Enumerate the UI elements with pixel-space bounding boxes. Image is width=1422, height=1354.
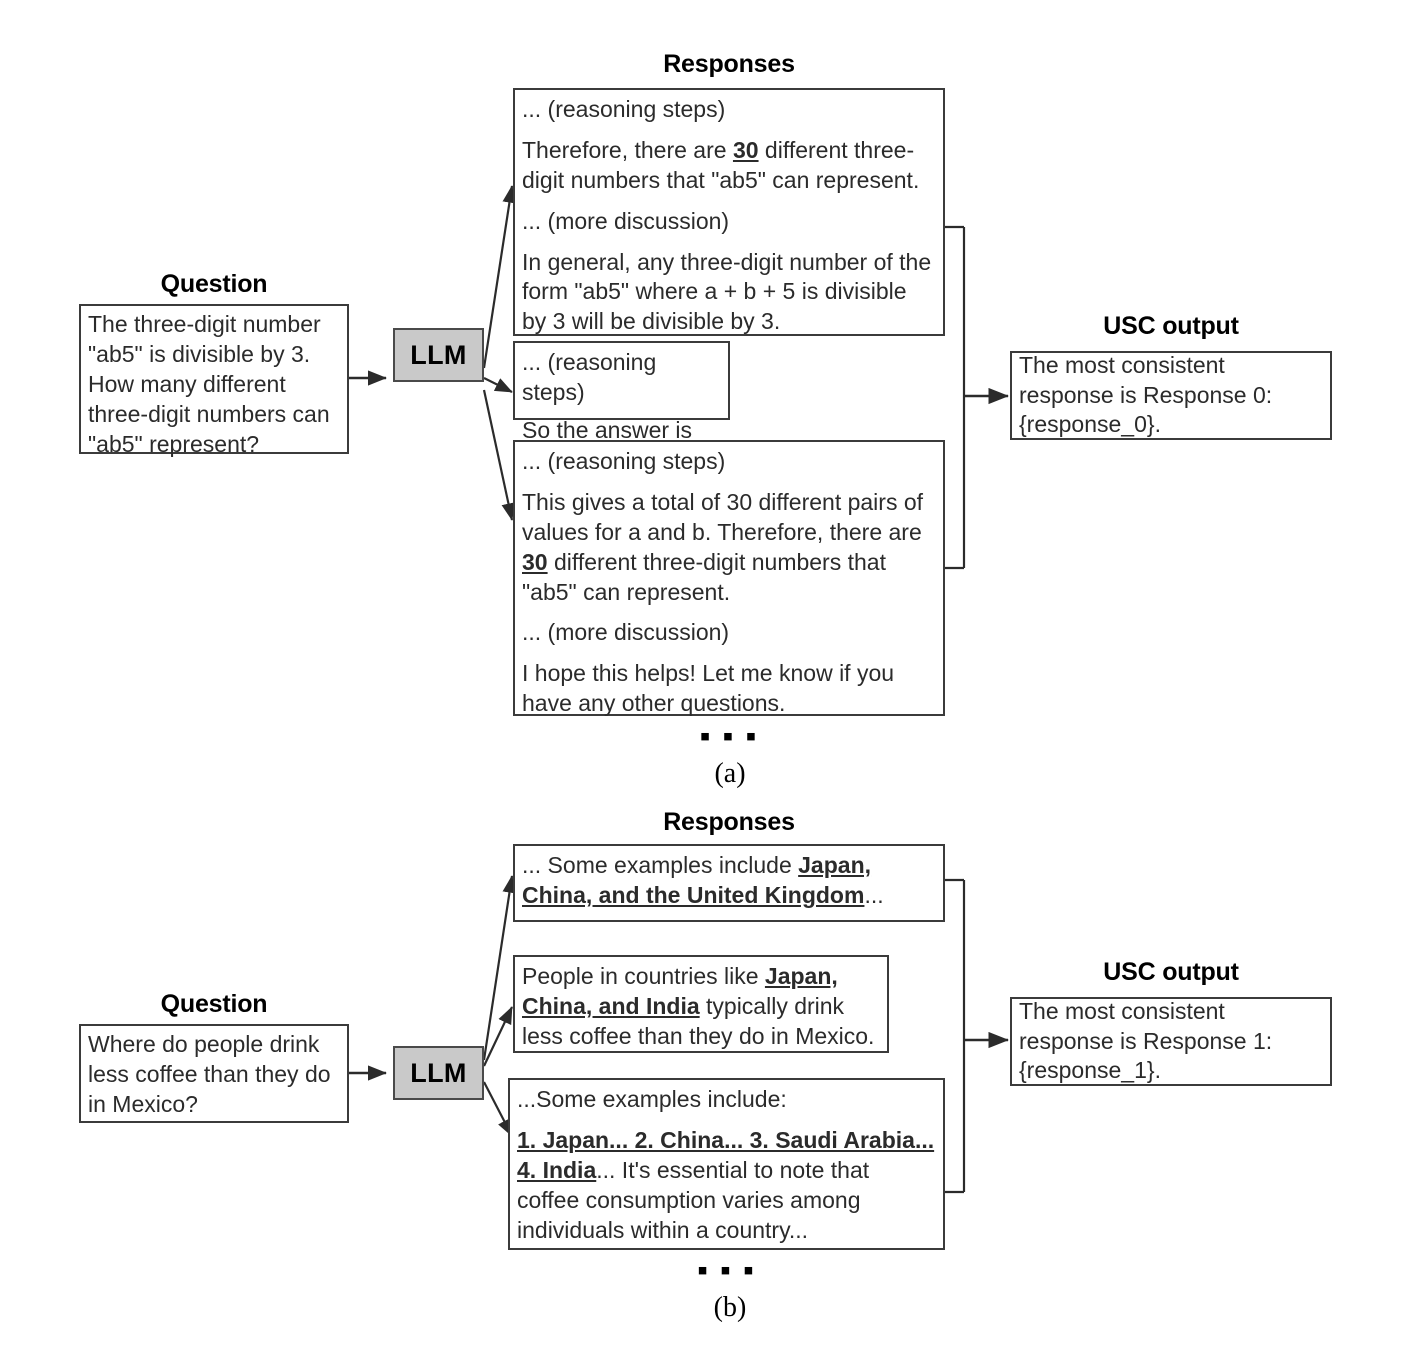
response-line: This gives a total of 30 different pairs… (522, 488, 924, 605)
response-box-a-1: ... (reasoning steps) Therefore, there a… (513, 88, 945, 336)
llm-box-b: LLM (393, 1046, 484, 1100)
response-box-a-3: ... (reasoning steps) This gives a total… (513, 440, 945, 716)
question-text-a: The three-digit number "ab5" is divisibl… (88, 311, 330, 457)
response-line: Therefore, there are 30 different three-… (522, 136, 920, 193)
response-line: ... (reasoning steps) (522, 96, 726, 122)
panel-caption-b: (b) (713, 1292, 747, 1323)
usc-output-box-b: The most consistent response is Response… (1010, 997, 1332, 1086)
question-box-a: The three-digit number "ab5" is divisibl… (79, 304, 349, 457)
response-line: In general, any three-digit number of th… (522, 248, 932, 335)
response-line: People in countries like Japan, China, a… (522, 963, 875, 1049)
arrow-llm-to-response-a-1 (482, 185, 517, 369)
response-box-b-1: ... Some examples include Japan, China, … (513, 844, 945, 922)
response-box-b-3: ...Some examples include: 1. Japan... 2.… (508, 1078, 945, 1250)
arrow-llm-to-response-b-2 (483, 1006, 513, 1067)
arrow-llm-to-response-b-1 (482, 875, 517, 1061)
panel-caption-a: (a) (714, 758, 746, 789)
responses-ellipsis-b: ▪ ▪ ▪ (697, 1254, 756, 1287)
responses-ellipsis-a: ▪ ▪ ▪ (699, 720, 759, 753)
usc-output-text-a: The most consistent response is Response… (1019, 351, 1273, 438)
usc-output-box-a: The most consistent response is Response… (1010, 351, 1332, 440)
usc-output-text-b: The most consistent response is Response… (1019, 997, 1273, 1084)
response-box-a-2: ... (reasoning steps) So the answer is 3… (513, 341, 730, 473)
usc-output-heading-a: USC output (1103, 312, 1239, 340)
response-line: I hope this helps! Let me know if you ha… (522, 660, 895, 717)
llm-box-a: LLM (393, 328, 484, 382)
question-box-b: Where do people drink less coffee than t… (79, 1024, 349, 1123)
response-line: ...Some examples include: (517, 1086, 787, 1112)
usc-output-heading-b: USC output (1103, 958, 1239, 986)
responses-heading-a: Responses (663, 50, 795, 78)
arrow-llm-to-response-a-2 (483, 377, 513, 393)
response-line: ... (reasoning steps) (522, 349, 657, 405)
response-box-b-2: People in countries like Japan, China, a… (513, 955, 889, 1053)
response-line: 1. Japan... 2. China... 3. Saudi Arabia.… (517, 1126, 935, 1243)
responses-heading-b: Responses (663, 808, 795, 836)
response-line: ... (reasoning steps) (522, 448, 726, 474)
bracket-responses-b (944, 878, 966, 1194)
response-line: ... (more discussion) (522, 207, 730, 234)
arrow-llm-to-response-a-3 (482, 389, 516, 521)
question-heading-b: Question (160, 990, 268, 1018)
response-line: ... (more discussion) (522, 619, 730, 646)
bracket-responses-a (944, 225, 966, 570)
question-heading-a: Question (160, 270, 268, 298)
response-line: ... Some examples include Japan, China, … (522, 852, 884, 908)
question-text-b: Where do people drink less coffee than t… (88, 1031, 331, 1117)
